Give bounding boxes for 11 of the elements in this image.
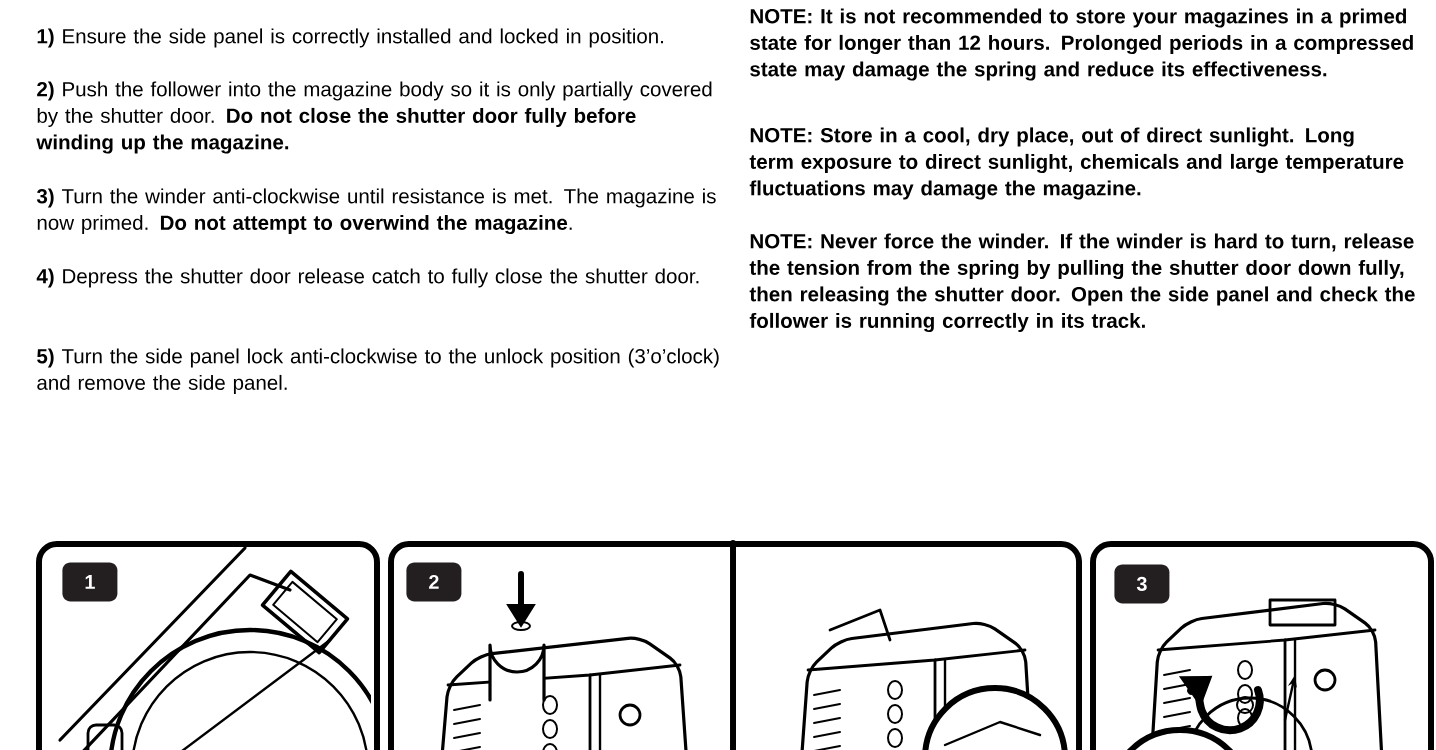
instruction-step: 2) Push the follower into the magazine body so it is only partially covered by the shutter door. Do not close the shutter door fully before winding up the magazine.	[36, 81, 712, 154]
note-text: NOTE: It is not recommended to store your magazines in a primed state for longer than 12 hours. Prolonged periods in a compressed state may damage the spring and reduce its effectiveness.	[750, 8, 1413, 81]
instruction-step: 3) Turn the winder anti-clockwise until resistance is met. The magazine is now primed. Do not attempt to overwind the magazine.	[36, 188, 716, 235]
instruction-step: 4) Depress the shutter door release catch to fully close the shutter door.	[36, 268, 699, 288]
note-text: NOTE: Store in a cool, dry place, out of direct sunlight. Long term exposure to direct sunlight, chemicals and large temperature fluctuations may damage the magazine.	[749, 127, 1404, 200]
step-number-badge: 3	[1114, 564, 1170, 604]
note-text: NOTE: Never force the winder. If the winder is hard to turn, release the tension from the spring by pulling the shutter door down fully, then releasing the shutter door. Open the side panel and check the follower is running correctly in its track.	[749, 233, 1415, 333]
step-number-badge: 2	[406, 562, 462, 602]
step-number-badge: 1	[62, 562, 118, 602]
instruction-step: 1) Ensure the side panel is correctly installed and locked in position.	[37, 28, 663, 48]
instruction-step: 5) Turn the side panel lock anti-clockwise to the unlock position (3’o’clock) and remove the side panel.	[37, 348, 719, 395]
